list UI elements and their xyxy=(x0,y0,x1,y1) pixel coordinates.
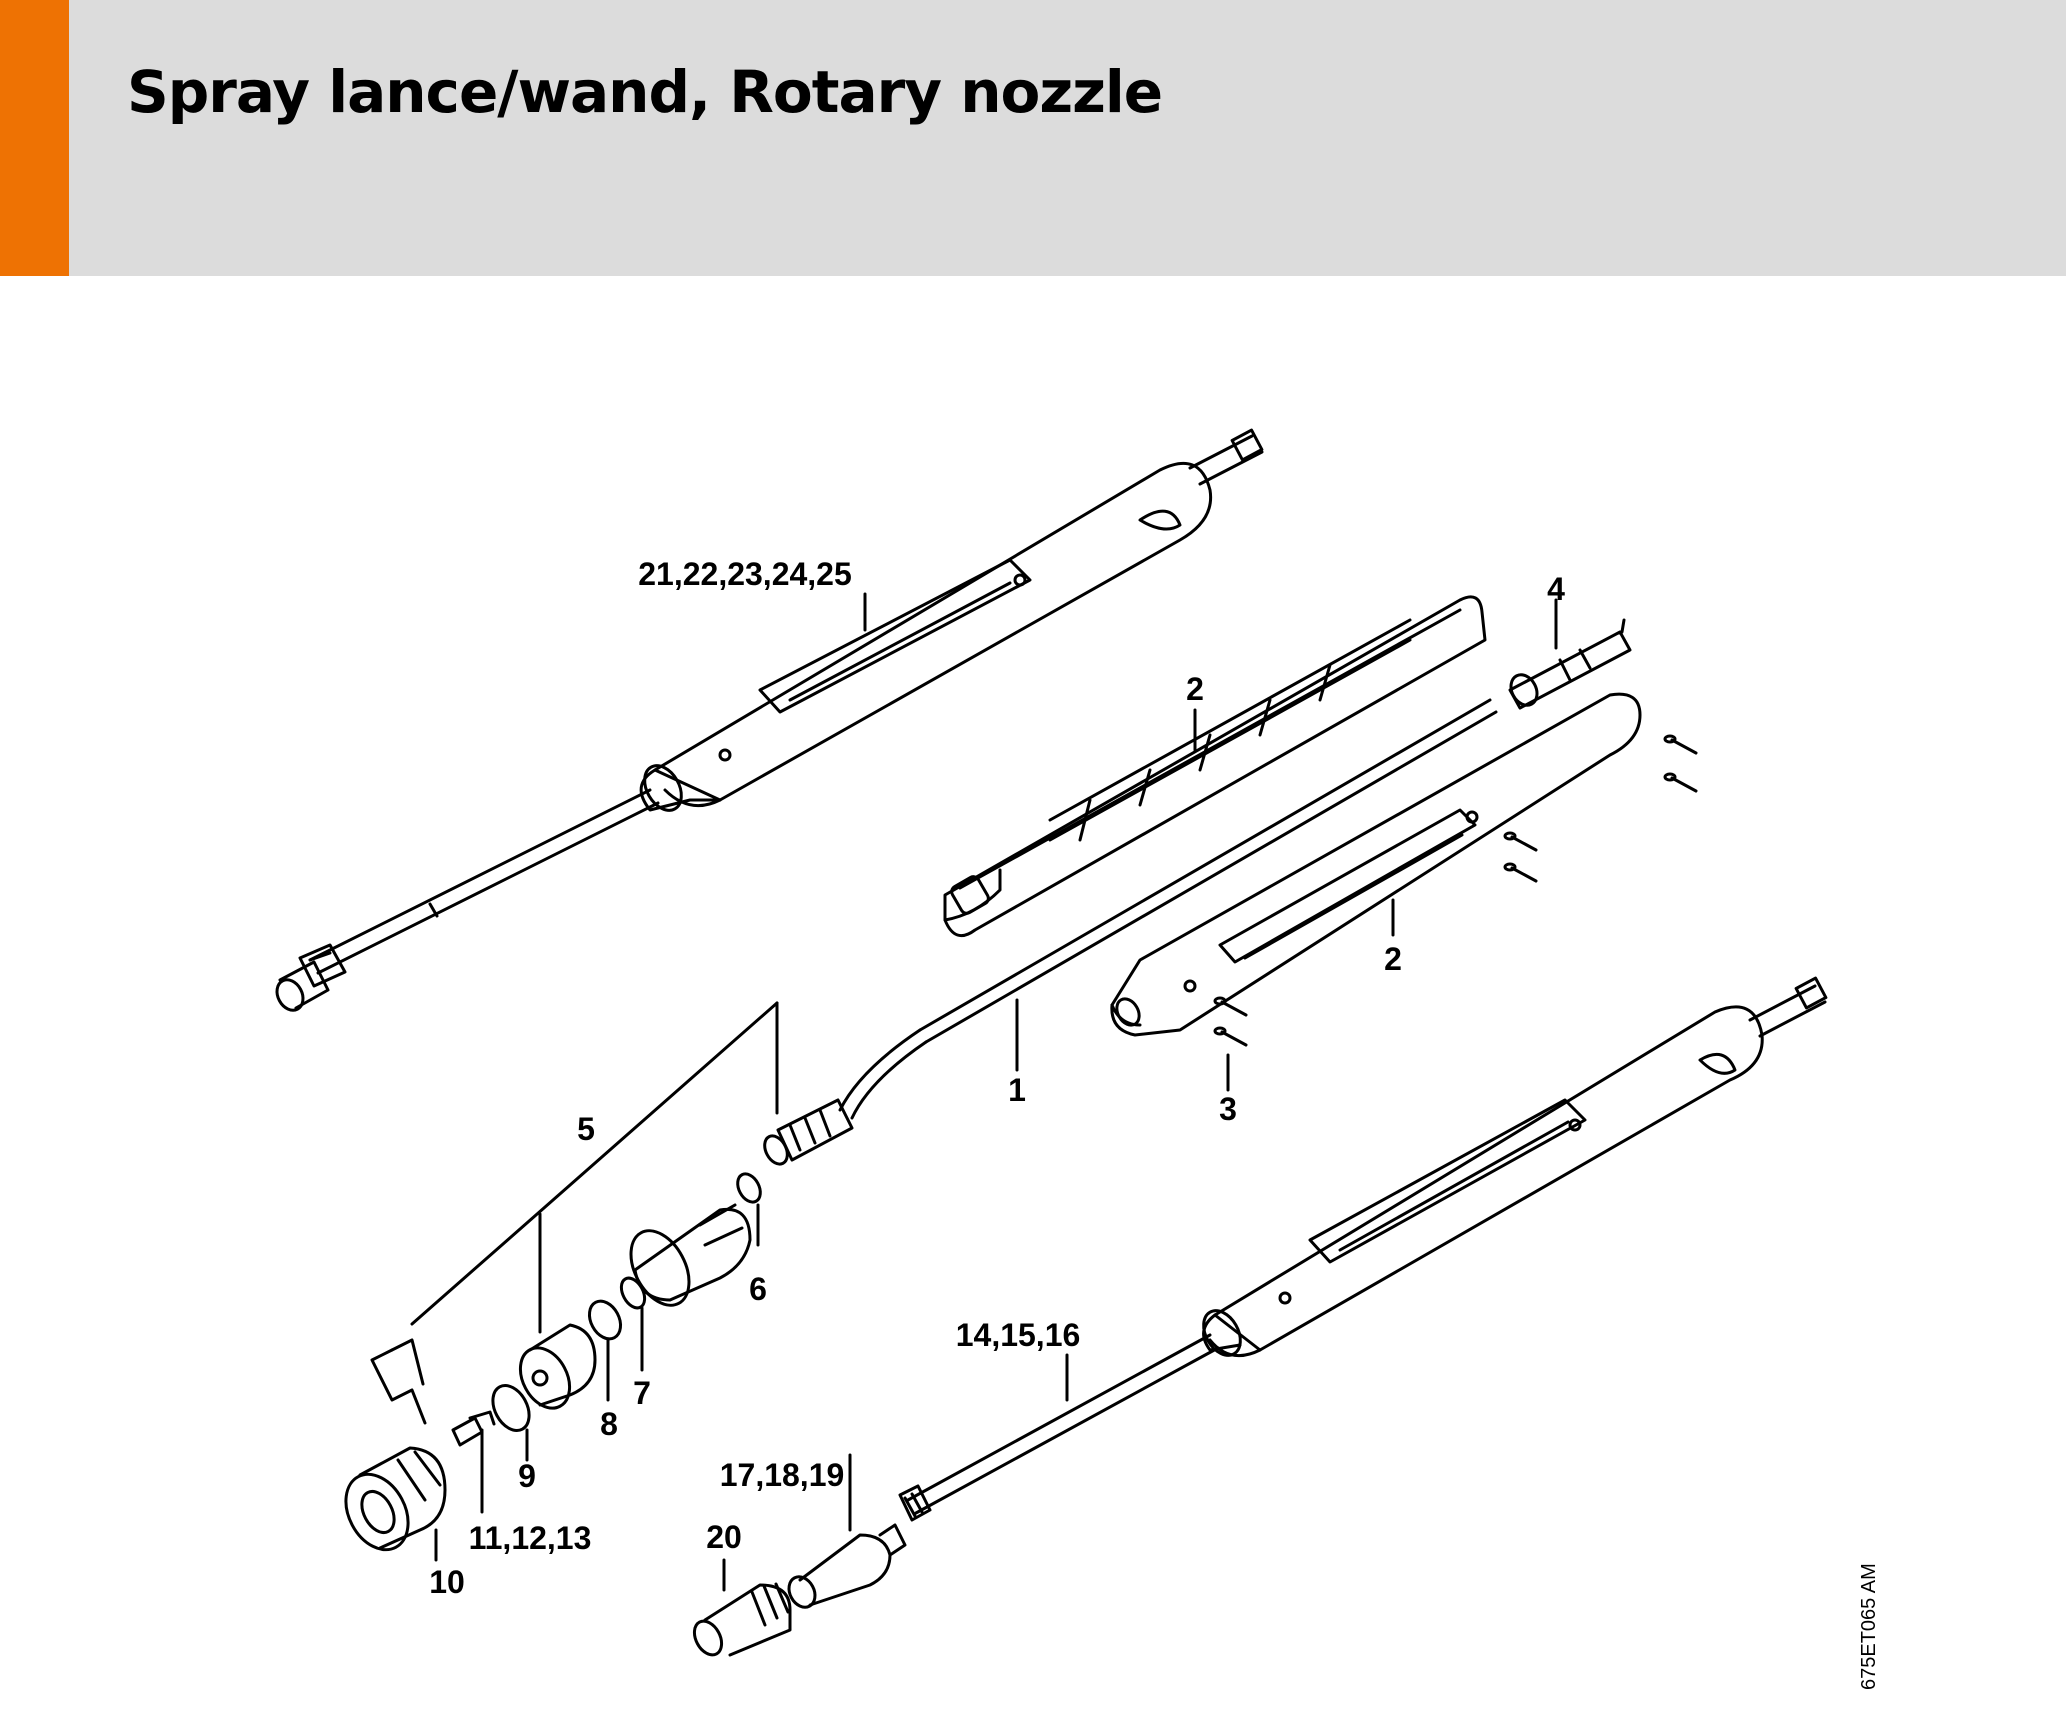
connector-nipple xyxy=(1508,598,1632,710)
label-8: 8 xyxy=(600,1406,618,1442)
accent-stripe xyxy=(0,0,69,276)
lance-assembly-bottom xyxy=(898,976,1828,1522)
label-21-25: 21,22,23,24,25 xyxy=(638,556,852,592)
drawing-code: 675ET065 AM xyxy=(1858,1563,1880,1690)
label-2-upper: 2 xyxy=(1186,671,1204,707)
label-20: 20 xyxy=(706,1519,742,1555)
lance-assembly-top xyxy=(275,428,1264,1012)
label-1: 1 xyxy=(1008,1072,1026,1108)
nozzle-assembly xyxy=(344,1001,779,1562)
label-5: 5 xyxy=(577,1111,595,1147)
label-11-12-13: 11,12,13 xyxy=(469,1520,592,1556)
handle-half-shell-upper xyxy=(943,595,1487,938)
rotary-nozzle xyxy=(692,1453,907,1657)
header-bar xyxy=(0,0,2066,276)
label-9: 9 xyxy=(518,1458,536,1494)
label-6: 6 xyxy=(749,1271,767,1307)
handle-half-shell-lower xyxy=(1110,692,1642,1037)
label-7: 7 xyxy=(633,1375,651,1411)
label-14-15-16: 14,15,16 xyxy=(956,1317,1081,1353)
label-2-lower: 2 xyxy=(1384,941,1402,977)
page-title: Spray lance/wand, Rotary nozzle xyxy=(127,58,1163,126)
label-17-18-19: 17,18,19 xyxy=(720,1457,845,1493)
lance-tube xyxy=(763,698,1498,1166)
screws xyxy=(1213,734,1698,1092)
label-3: 3 xyxy=(1219,1091,1237,1127)
label-10: 10 xyxy=(429,1564,465,1600)
label-4: 4 xyxy=(1547,571,1565,607)
